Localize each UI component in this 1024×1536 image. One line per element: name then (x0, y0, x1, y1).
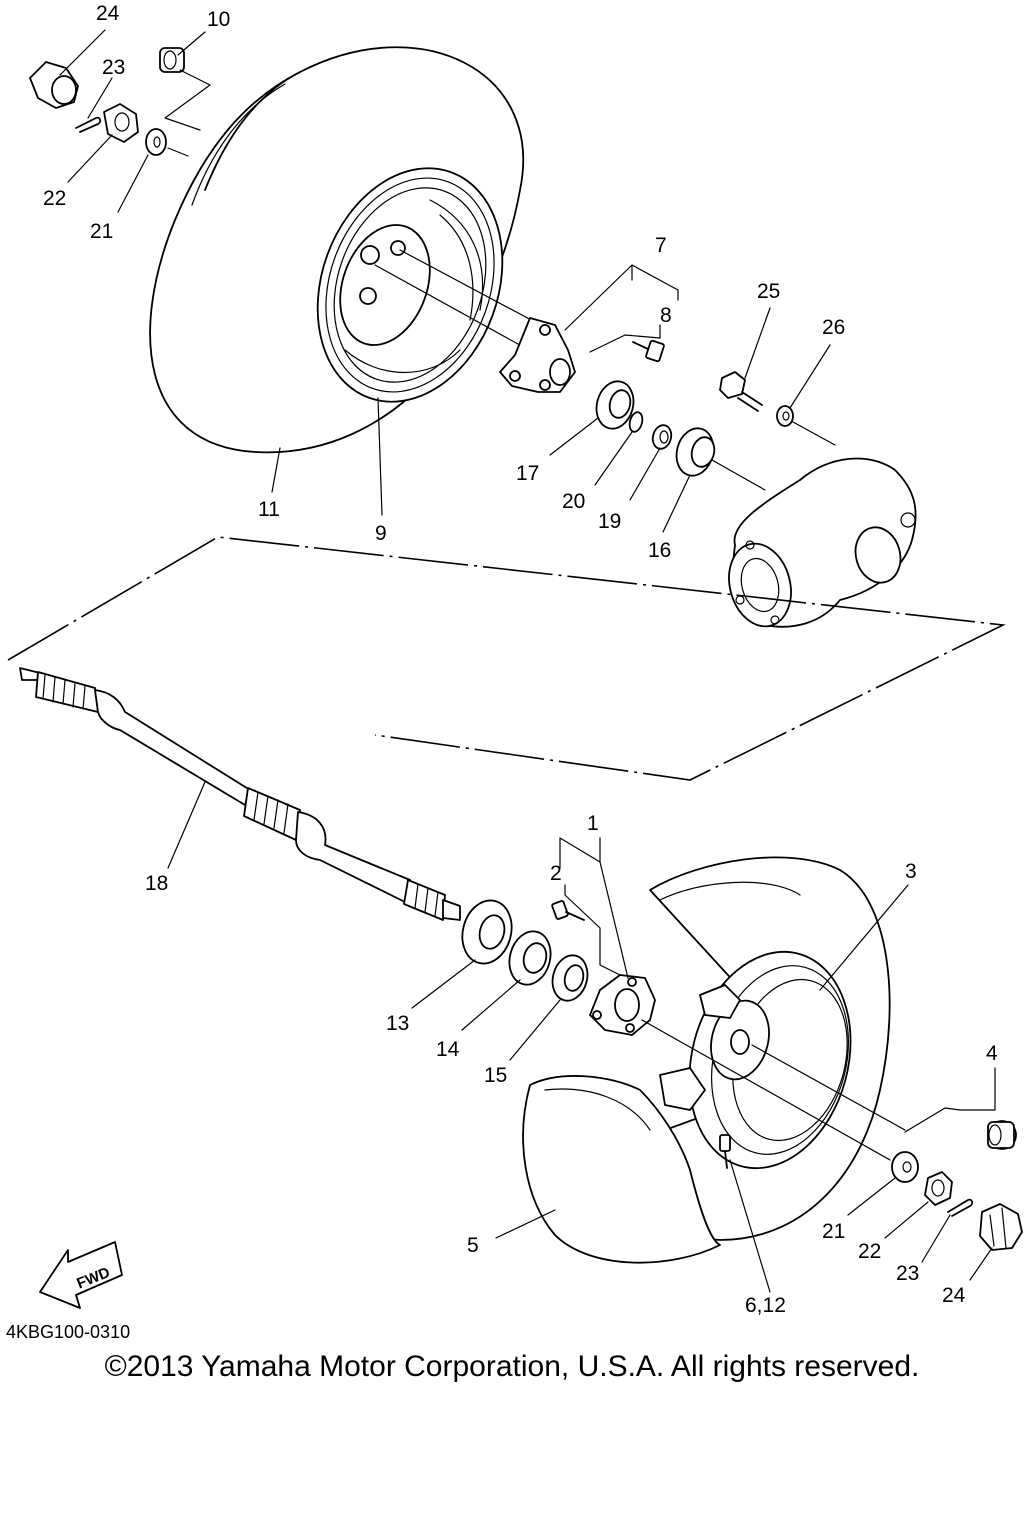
callout-9: 9 (375, 522, 387, 545)
upper-hub (499, 317, 576, 393)
oring-20 (628, 411, 644, 433)
callout-3: 3 (905, 860, 917, 883)
diagram-code: 4KBG100-0310 (6, 1322, 131, 1342)
cap-24-lower (979, 1203, 1023, 1251)
oil-seal-15 (551, 954, 589, 1002)
callout-6-12: 6,12 (745, 1294, 786, 1317)
valve-stem (719, 1134, 731, 1169)
castle-nut-22-lower (924, 1171, 953, 1206)
callout-15: 15 (484, 1064, 507, 1087)
callout-21-lower: 21 (822, 1220, 845, 1243)
washer-26 (776, 405, 794, 427)
callout-labels: 24 10 23 22 21 7 25 8 26 17 20 11 19 9 1… (43, 2, 998, 1317)
callout-2: 2 (550, 862, 562, 885)
washer-21-upper (145, 128, 167, 156)
callout-4: 4 (986, 1042, 998, 1065)
callout-17: 17 (516, 462, 539, 485)
lower-rim (659, 950, 852, 1170)
hub-bolt-8 (632, 339, 665, 363)
callout-23-lower: 23 (896, 1262, 919, 1285)
callout-22-upper: 22 (43, 187, 66, 210)
callout-26: 26 (822, 316, 845, 339)
castle-nut-22-upper (103, 103, 139, 143)
callout-18: 18 (145, 872, 168, 895)
callout-22-lower: 22 (858, 1240, 881, 1263)
callout-20: 20 (562, 490, 585, 513)
callout-25: 25 (757, 280, 780, 303)
callout-8: 8 (660, 304, 672, 327)
final-gear-case (728, 457, 917, 628)
washer-21-lower (891, 1151, 919, 1183)
callout-21-upper: 21 (90, 220, 113, 243)
cotter-pin-23-lower (947, 1198, 974, 1217)
callout-10: 10 (207, 8, 230, 31)
callout-16: 16 (648, 539, 671, 562)
callout-19: 19 (598, 510, 621, 533)
callout-14: 14 (436, 1038, 460, 1061)
bolt-25 (719, 371, 763, 412)
collar-19 (651, 424, 673, 450)
cotter-pin-23-upper (75, 116, 102, 133)
leader-lines (59, 29, 996, 1293)
callout-13: 13 (386, 1012, 409, 1035)
bearing-13 (461, 899, 513, 965)
rear-axle (19, 667, 461, 921)
callout-7: 7 (655, 234, 667, 257)
hub-bolt-2 (551, 900, 585, 921)
copyright-notice: ©2013 Yamaha Motor Corporation, U.S.A. A… (104, 1350, 920, 1383)
callout-11: 11 (258, 498, 280, 521)
bearing-16 (675, 427, 716, 477)
callout-1: 1 (587, 812, 599, 835)
lower-hub (589, 974, 656, 1036)
bearing-17 (595, 380, 635, 430)
nut-4 (987, 1120, 1017, 1150)
fwd-arrow-icon: FWD (39, 1241, 123, 1309)
callout-24-upper: 24 (96, 2, 120, 25)
bearing-14 (508, 930, 552, 986)
callout-5: 5 (467, 1234, 479, 1257)
callout-24-lower: 24 (942, 1284, 966, 1307)
cap-24-upper (29, 61, 79, 109)
callout-23-upper: 23 (102, 56, 125, 79)
nut-10 (159, 47, 185, 73)
